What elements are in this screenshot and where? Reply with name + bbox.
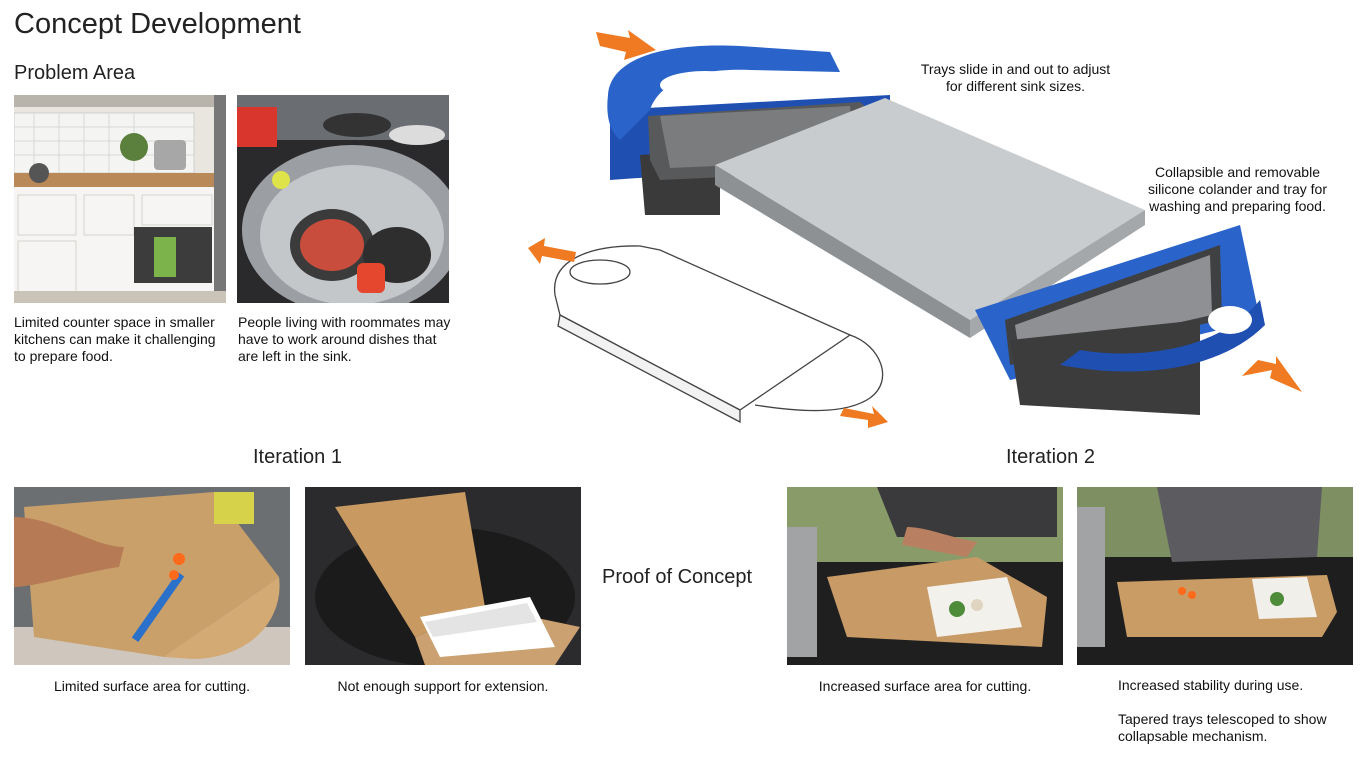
problem-caption-1: Limited counter space in smaller kitchen… [14,314,216,364]
problem-caption-2: People living with roommates may have to… [238,314,451,364]
note-collapsible: Collapsible and removable silicone colan… [1148,164,1327,214]
proof-of-concept-label: Proof of Concept [602,566,753,588]
kitchen-photo [14,95,226,303]
page-title: Concept Development [14,8,301,40]
iteration-2-photo-2 [1077,487,1353,665]
iteration-1-photo-1 [14,487,290,665]
iteration-2-caption-1: Increased surface area for cutting. [818,678,1032,694]
iteration-1-caption-2: Not enough support for extension. [337,678,549,694]
arrow-top-left-icon [596,30,656,60]
right-tray [975,225,1265,415]
iteration-1-photo-2 [305,487,581,665]
iteration-2-caption-2: Increased stability during use. [1118,677,1304,693]
orange-arrows [528,30,1302,428]
note-trays-slide: Trays slide in and out to adjust for dif… [920,61,1111,94]
iteration-2-photo-1 [787,487,1063,665]
iteration-1-caption-1: Limited surface area for cutting. [53,678,251,694]
iteration-1-heading: Iteration 1 [253,446,342,468]
problem-area-heading: Problem Area [14,62,136,84]
arrow-bottom-icon [840,406,888,428]
arrow-mid-left-icon [528,238,576,264]
outline-board [554,245,884,424]
iteration-2-heading: Iteration 2 [1006,446,1095,468]
arrow-right-icon [1242,356,1302,392]
sink-dishes-photo [237,95,449,303]
iteration-2-caption-3: Tapered trays telescoped to show collaps… [1118,711,1327,744]
cutting-board-render [528,30,1302,428]
